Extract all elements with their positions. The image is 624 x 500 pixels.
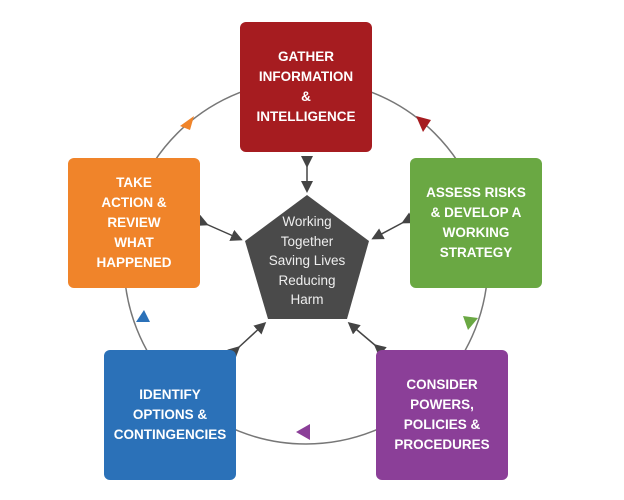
step-label: CONSIDER POWERS, POLICIES & PROCEDURES [394,377,490,452]
step-assess-risks: ASSESS RISKS & DEVELOP A WORKING STRATEG… [410,158,542,288]
arrowhead-blue [136,310,150,322]
arrowhead-orange [180,116,194,130]
connector-arrows [195,156,415,359]
arrowhead-purple [296,424,310,440]
arrowhead-green [463,316,478,330]
arrowhead-red [416,116,431,132]
step-identify-options: IDENTIFY OPTIONS & CONTINGENCIES [104,350,236,480]
step-label: GATHER INFORMATION & INTELLIGENCE [256,49,356,124]
step-take-action: TAKE ACTION & REVIEW WHAT HAPPENED [68,158,200,288]
step-consider-powers: CONSIDER POWERS, POLICIES & PROCEDURES [376,350,508,480]
step-gather-information: GATHER INFORMATION & INTELLIGENCE [240,22,372,152]
center-line: Harm [290,292,324,307]
center-text: Working Together Saving Lives Reducing H… [245,212,369,310]
center-line: Working [282,214,332,229]
center-line: Saving Lives [268,253,346,268]
center-line: Reducing [278,272,336,288]
center-pentagon [245,195,369,319]
step-label: IDENTIFY OPTIONS & CONTINGENCIES [113,387,227,442]
center-line: Together [280,233,334,249]
step-label: ASSESS RISKS & DEVELOP A WORKING STRATEG… [426,185,526,260]
step-label: TAKE ACTION & REVIEW WHAT HAPPENED [96,175,172,270]
